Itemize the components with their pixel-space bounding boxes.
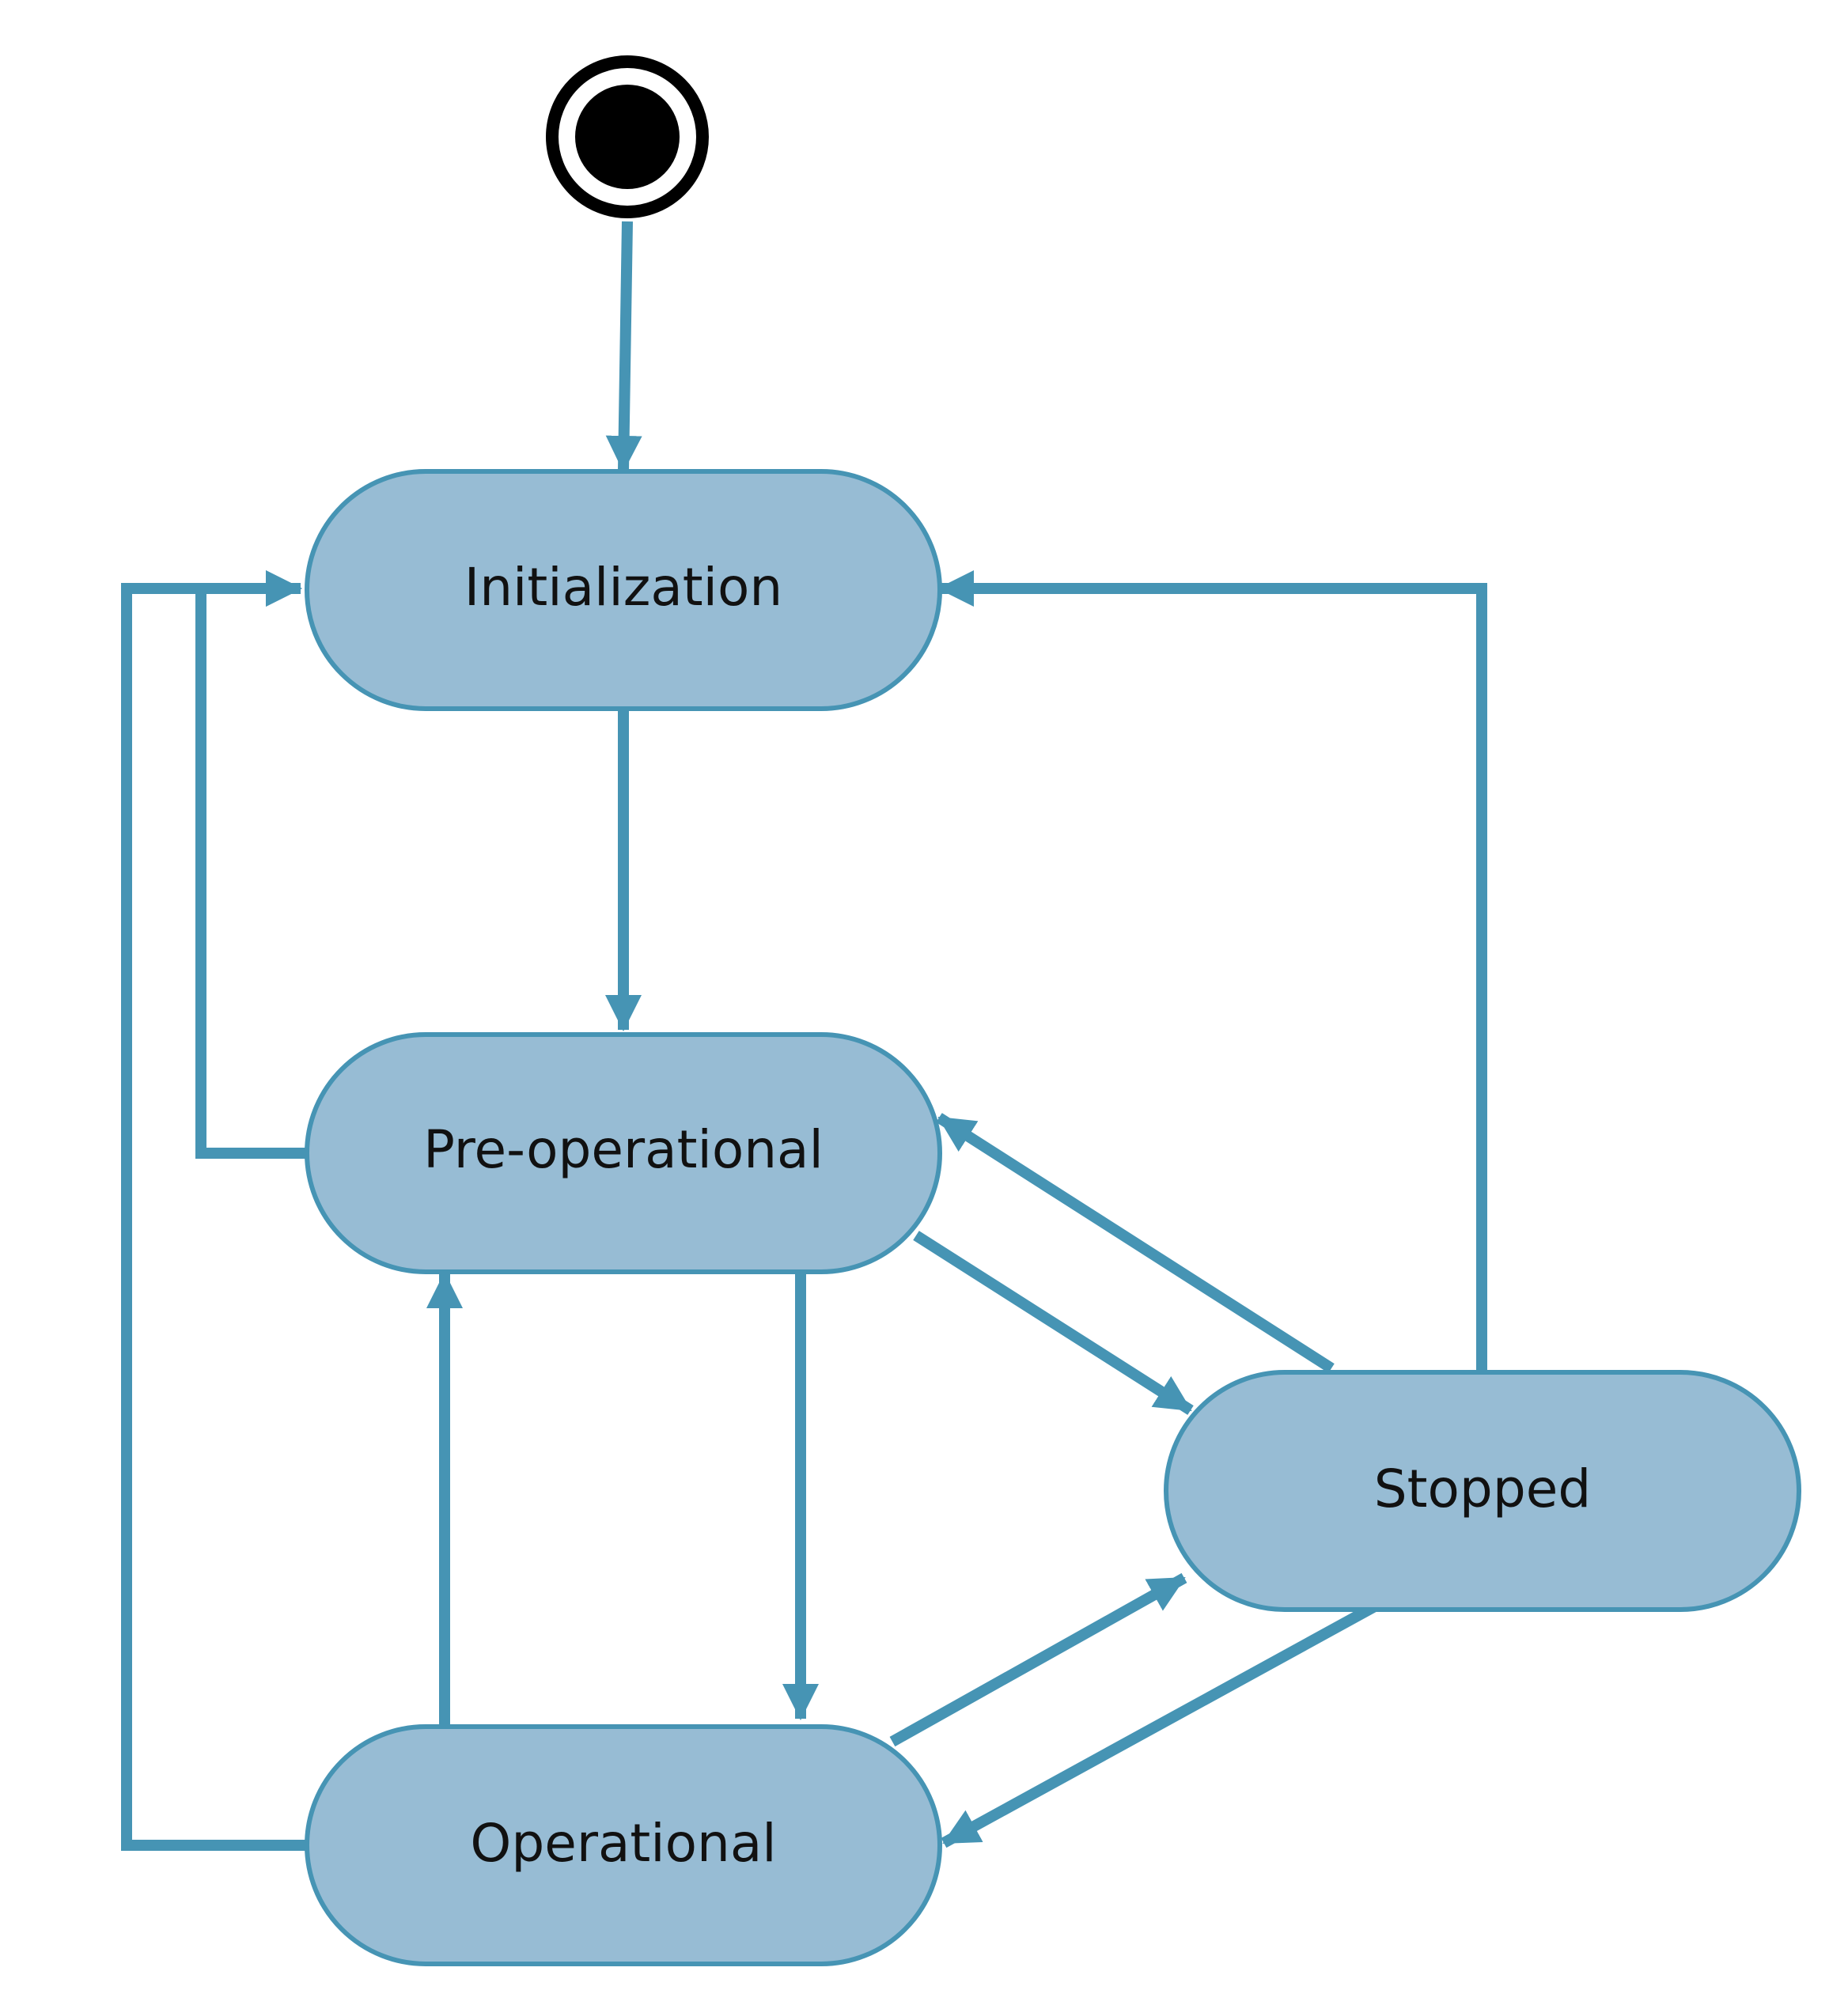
state-operational: Operational <box>305 1724 942 1966</box>
initial-node-icon <box>546 55 709 218</box>
transition-preoperational-to-initialization <box>195 570 307 1159</box>
transition-preoperational-to-stopped <box>913 1231 1194 1415</box>
state-stopped-label: Stopped <box>1374 1459 1591 1519</box>
state-operational-label: Operational <box>470 1813 776 1874</box>
transition-operational-to-initialization <box>121 570 307 1851</box>
transition-stopped-to-operational <box>941 1602 1377 1848</box>
state-initialization-label: Initialization <box>464 557 782 618</box>
transition-operational-to-stopped <box>889 1572 1187 1747</box>
state-pre-operational: Pre-operational <box>305 1032 942 1274</box>
state-initialization: Initialization <box>305 469 942 711</box>
transition-stopped-to-initialization <box>937 570 1487 1372</box>
state-pre-operational-label: Pre-operational <box>423 1119 824 1180</box>
transition-stopped-to-preoperational <box>936 1113 1335 1373</box>
transition-initial-to-initialization <box>605 221 642 472</box>
state-stopped: Stopped <box>1164 1370 1801 1612</box>
